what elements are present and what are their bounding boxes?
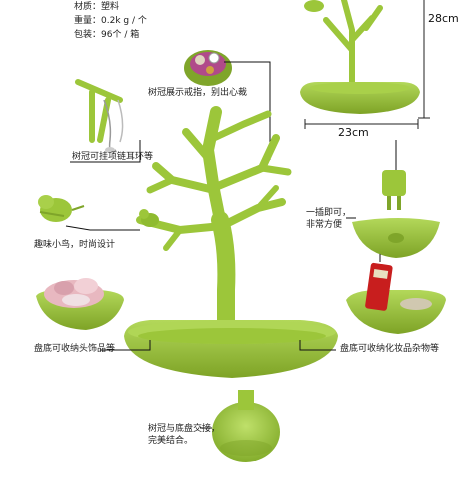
dimension-width: 23cm xyxy=(338,126,369,139)
spec-weight: 重量：0.2k g / 个 xyxy=(74,16,147,26)
bird-detail xyxy=(38,195,85,222)
main-tray xyxy=(124,320,338,378)
leader-lines xyxy=(65,140,381,351)
spec-material: 材质：塑料 xyxy=(74,2,120,12)
dimension-diagram xyxy=(300,0,430,129)
base-joint-detail xyxy=(200,390,280,462)
cosmetic-bowl xyxy=(346,262,446,334)
small-bowl xyxy=(36,278,124,330)
callout-tray-left: 盘底可收纳头饰品等 xyxy=(34,344,116,354)
spec-packing: 包装：96个 / 箱 xyxy=(74,30,140,40)
callout-plug-line1: 一插即可， xyxy=(306,208,352,218)
callout-necklace: 树冠可挂项链耳环等 xyxy=(72,152,154,162)
plug-detail xyxy=(346,140,440,258)
necklace-detail xyxy=(75,79,124,153)
callout-base-line2: 完美结合。 xyxy=(148,436,194,446)
callout-bird: 趣味小鸟，时尚设计 xyxy=(34,240,116,250)
callout-base-line1: 树冠与底盘交接， xyxy=(148,424,221,434)
callout-plug-line2: 非常方便 xyxy=(306,220,343,230)
main-tree xyxy=(136,106,292,349)
dimension-height: 28cm xyxy=(428,12,458,25)
callout-tray-right: 盘底可收纳化妆品杂物等 xyxy=(340,344,440,354)
ring-detail xyxy=(184,50,271,160)
callout-ring: 树冠展示戒指，别出心裁 xyxy=(148,88,248,98)
